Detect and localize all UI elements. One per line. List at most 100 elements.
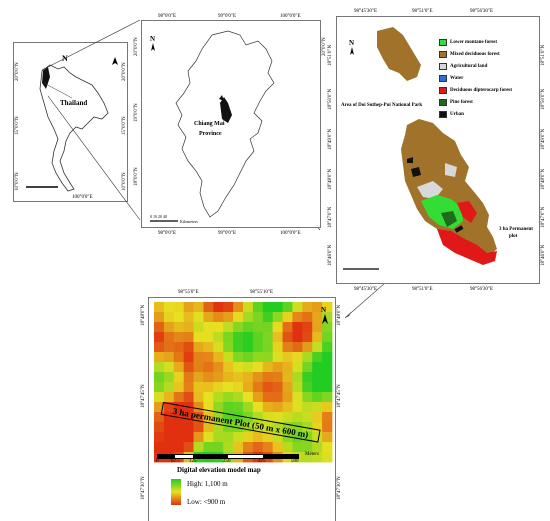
dem-cell [223, 332, 234, 343]
dem-cell [173, 432, 185, 443]
dem-cell [203, 302, 214, 313]
lat-label: 19°0'0"N [134, 103, 139, 122]
dem-cell [302, 302, 313, 313]
dem-cell [302, 402, 313, 413]
dem-cell [173, 302, 185, 313]
lon-label: 100°0'0"E [280, 14, 301, 19]
dem-cell [163, 392, 175, 403]
province-outline: N [150, 30, 275, 222]
dem-cell [282, 422, 293, 433]
dem-cell [322, 322, 333, 333]
dem-legend-title: Digital elevation model map [177, 466, 261, 474]
dem-cell [193, 322, 204, 333]
dem-cell [223, 382, 234, 393]
dem-cell [183, 422, 194, 433]
scale-tick: 250 [223, 459, 231, 464]
dem-cell [163, 342, 175, 353]
dem-cell [243, 392, 254, 403]
dem-cell [252, 422, 264, 433]
dem-cell [272, 422, 283, 433]
landcover-legend: Lower montane forest Mixed deciduous for… [439, 39, 539, 125]
dem-cell [312, 372, 323, 383]
dem-cell [262, 312, 274, 323]
plot-label-line1: 3 ha Permanent [499, 227, 533, 232]
dem-cell [292, 322, 303, 333]
dem-cell [262, 432, 274, 443]
dem-cell [163, 322, 175, 333]
dem-cell [252, 302, 264, 313]
north-arrow-icon [112, 57, 118, 65]
lon-label: 98°45'30"E [354, 287, 377, 292]
dem-cell [233, 392, 244, 403]
legend-swatch [439, 63, 447, 70]
north-arrow-letter: N [150, 35, 155, 43]
dem-cell [302, 362, 313, 373]
dem-cell [233, 412, 244, 423]
north-arrow-letter: N [349, 39, 354, 47]
dem-cell [243, 342, 254, 353]
dem-cell [223, 362, 234, 373]
dem-cell [292, 312, 303, 323]
dem-cell [322, 302, 333, 313]
dem-cell [173, 422, 185, 433]
dem-cell [183, 382, 194, 393]
dem-cell [163, 412, 175, 423]
dem-cell [193, 402, 204, 413]
dem-cell [292, 422, 303, 433]
dem-cell [272, 362, 283, 373]
lat-label: 18°47'0"N [541, 206, 546, 228]
dem-cell [193, 422, 204, 433]
dem-cell [203, 382, 214, 393]
dem-cell [243, 372, 254, 383]
dem-cell [302, 312, 313, 323]
dem-cell [213, 432, 224, 443]
dem-cell [292, 392, 303, 403]
dem-cell [223, 322, 234, 333]
dem-cell [213, 442, 224, 453]
dem-cell [223, 302, 234, 313]
dem-cell [173, 382, 185, 393]
dem-cell [322, 352, 333, 363]
dem-cell [213, 312, 224, 323]
dem-cell [312, 432, 323, 443]
dem-cell [302, 422, 313, 433]
dem-cell [312, 302, 323, 313]
dem-cell [282, 382, 293, 393]
dem-cell [173, 362, 185, 373]
dem-cell [193, 392, 204, 403]
dem-cell [262, 392, 274, 403]
dem-cell [252, 372, 264, 383]
dem-cell [243, 422, 254, 433]
dem-cell [233, 442, 244, 453]
dem-cell [322, 312, 333, 323]
dem-cell [203, 322, 214, 333]
dem-cell [243, 402, 254, 413]
dem-cell [252, 432, 264, 443]
dem-cell [163, 382, 175, 393]
dem-cell [193, 372, 204, 383]
lon-label: 99°0'0"E [218, 14, 236, 19]
dem-cell [213, 302, 224, 313]
dem-cell [243, 332, 254, 343]
lat-label: 18°46'0"N [541, 244, 546, 266]
dem-cell [272, 352, 283, 363]
dem-cell [193, 312, 204, 323]
dem-cell [193, 432, 204, 443]
scale-unit: Kilometers [180, 219, 198, 224]
dem-cell [193, 302, 204, 313]
lat-label: 18°49'0"N [328, 128, 333, 150]
dem-cell [154, 302, 165, 313]
dem-cell [262, 322, 274, 333]
dem-cell [154, 392, 165, 403]
dem-cell [223, 352, 234, 363]
dem-cell [193, 342, 204, 353]
legend-swatch [439, 75, 447, 82]
scale-tick: 0 [156, 459, 159, 464]
dem-cell [173, 392, 185, 403]
dem-cell [312, 452, 323, 463]
dem-cell [262, 372, 274, 383]
dem-cell [213, 332, 224, 343]
dem-cell [272, 412, 283, 423]
dem-cell [262, 442, 274, 453]
dem-cell [302, 322, 313, 333]
